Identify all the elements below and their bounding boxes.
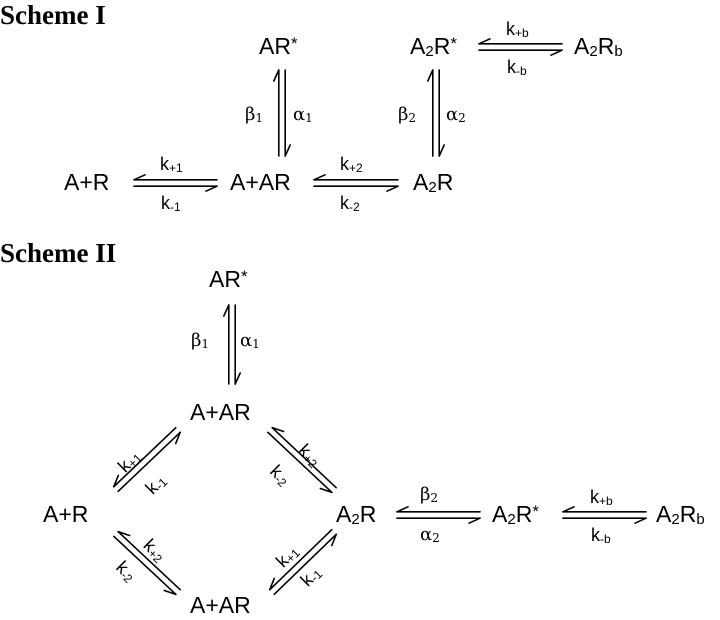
scheme-1-arrow-aar-to-a2r [313, 174, 399, 192]
scheme-1-arrow-a2rstar-to-a2rb [478, 37, 563, 57]
scheme-2-species-a-plus-r: A+R [43, 501, 89, 527]
scheme-2-species-a-plus-ar-bottom: A+AR [190, 592, 251, 618]
scheme-1-arrow-ar-to-aar [133, 174, 218, 192]
scheme-1-species-a2rb: A2Rb [574, 33, 623, 60]
scheme-1-rate-alpha-2: α2 [446, 104, 466, 125]
scheme-2-arrow-a2rstar-to-a2rb [562, 505, 647, 525]
scheme-1-arrow-a2r-to-a2rstar [426, 69, 446, 157]
scheme-1-species-a-plus-r: A+R [64, 169, 110, 195]
scheme-2-arrow-ar-to-aar-top [112, 426, 182, 493]
scheme-1-title: Scheme I [0, 0, 106, 30]
scheme-2-rate-k-minus-b: k-b [591, 525, 611, 546]
scheme-2-rate-beta-2: β2 [420, 484, 439, 505]
scheme-1-species-a-plus-ar: A+AR [230, 169, 291, 195]
scheme-1-species-a2r-star: A2R* [410, 33, 457, 60]
scheme-2-species-a2rb: A2Rb [656, 501, 705, 528]
scheme-1-rate-beta-2: β2 [398, 104, 417, 125]
scheme-1-rate-k-plus-1: k+1 [160, 154, 183, 175]
scheme-1-species-a2r: A2R [413, 169, 454, 196]
scheme-1-arrow-aar-to-arstar [272, 69, 292, 157]
scheme-2-species-ar-star: AR* [209, 266, 248, 292]
scheme-1-rate-alpha-1: α1 [293, 104, 313, 125]
scheme-1-species-ar-star: AR* [259, 33, 298, 59]
scheme-2-title: Scheme II [0, 238, 117, 268]
scheme-1-rate-k-plus-2: k+2 [340, 154, 363, 175]
scheme-1-rate-beta-1: β1 [245, 104, 264, 125]
scheme-2-arrow-a2r-to-a2rstar [396, 505, 481, 525]
scheme-1-rate-k-minus-b: k-b [507, 57, 527, 78]
scheme-1-rate-k-minus-2: k-2 [340, 193, 360, 214]
scheme-2-arrow-aar-top-to-a2r [267, 426, 337, 494]
scheme-2-species-a2r-star: A2R* [492, 501, 539, 528]
scheme-2-rate-alpha-2: α2 [420, 524, 440, 545]
scheme-2-arrow-aar-bottom-to-a2r [268, 528, 338, 596]
scheme-2-arrow-ar-to-aar-bottom [113, 530, 181, 596]
scheme-2-rate-beta-1: β1 [191, 330, 210, 351]
scheme-2-species-a2r: A2R [336, 501, 377, 528]
scheme-1-rate-k-minus-1: k-1 [161, 193, 181, 214]
scheme-2-arrow-aar-to-arstar [223, 304, 241, 385]
scheme-2-rate-alpha-1: α1 [240, 330, 260, 351]
scheme-1-rate-k-plus-b: k+b [506, 19, 529, 40]
scheme-2-rate-k-plus-b: k+b [590, 487, 613, 508]
scheme-2-species-a-plus-ar-top: A+AR [190, 399, 251, 425]
